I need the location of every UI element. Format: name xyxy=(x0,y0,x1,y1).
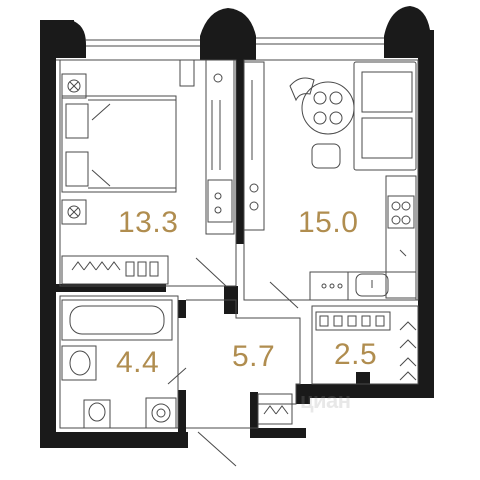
kitchen-sink-icon xyxy=(309,271,417,301)
hanger-icon xyxy=(61,255,169,285)
dining-table-icon xyxy=(289,77,355,169)
bed-icon xyxy=(61,59,195,225)
area-label-bathroom: 4.4 xyxy=(116,346,160,379)
walls xyxy=(40,6,434,448)
stove-icon xyxy=(385,175,417,299)
sofa-icon xyxy=(353,61,417,171)
washer-icon xyxy=(145,397,177,429)
area-label-hall: 5.7 xyxy=(232,340,276,373)
tv-stand xyxy=(243,61,265,231)
area-label-wardrobe: 2.5 xyxy=(334,338,378,371)
hanger-icon xyxy=(315,311,417,381)
hanger-icon xyxy=(257,393,293,425)
area-label-bedroom: 13.3 xyxy=(118,206,179,239)
area-label-living: 15.0 xyxy=(298,206,359,239)
toilet-icon xyxy=(83,399,111,429)
cabinet xyxy=(205,59,235,235)
bathtub-icon xyxy=(61,299,173,341)
watermark: циан xyxy=(300,388,351,413)
sink-icon xyxy=(61,345,97,381)
